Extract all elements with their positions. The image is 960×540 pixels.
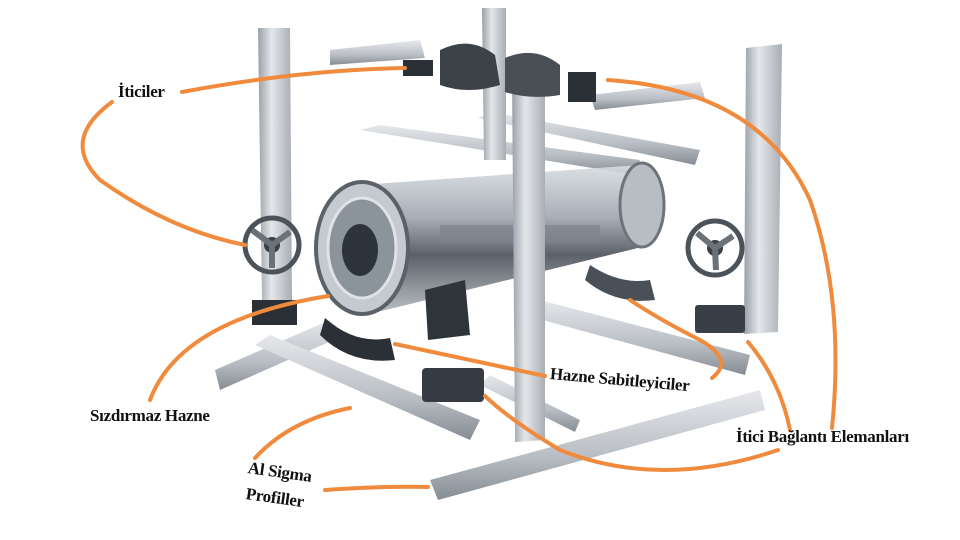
leader-mounts-right	[746, 340, 792, 432]
thruster-top-right	[505, 52, 560, 97]
label-thrusters: İticiler	[118, 82, 165, 101]
leader-lines	[80, 66, 838, 492]
rail-front-left	[255, 335, 480, 440]
leader-mounts-top	[606, 78, 838, 430]
bracket-top-left	[403, 60, 433, 76]
post-left	[258, 28, 292, 300]
rail-top-left	[330, 40, 425, 65]
post-front	[512, 72, 545, 442]
thruster-right	[685, 218, 745, 278]
leader-holders-1	[393, 342, 547, 378]
sealed-chamber	[314, 161, 666, 340]
label-sealed-chamber: Sızdırmaz Hazne	[90, 406, 210, 425]
leader-profiles-1	[253, 406, 352, 460]
sigma-profile-rails	[215, 40, 765, 500]
label-thruster-mounts: İtici Bağlantı Elemanları	[736, 427, 909, 446]
post-right	[744, 44, 782, 334]
leader-profiles-2	[323, 484, 430, 492]
camera-housing	[425, 280, 470, 340]
leader-mounts-front	[483, 394, 780, 472]
thrusters	[242, 43, 745, 278]
bracket-top-right	[568, 72, 596, 102]
chamber-holder-left	[320, 318, 395, 361]
leader-thrusters-top	[180, 66, 407, 94]
thruster-top-left	[440, 43, 500, 90]
mount-brackets	[252, 60, 745, 402]
rail-front-bottom	[430, 390, 765, 500]
bracket-front	[422, 368, 484, 402]
bracket-right	[695, 305, 745, 333]
leader-chamber	[148, 294, 330, 402]
chamber-holder-right	[585, 265, 655, 301]
rail-right-lower	[535, 300, 750, 375]
leader-thrusters-left	[80, 100, 247, 247]
leader-holders-2	[628, 298, 724, 380]
